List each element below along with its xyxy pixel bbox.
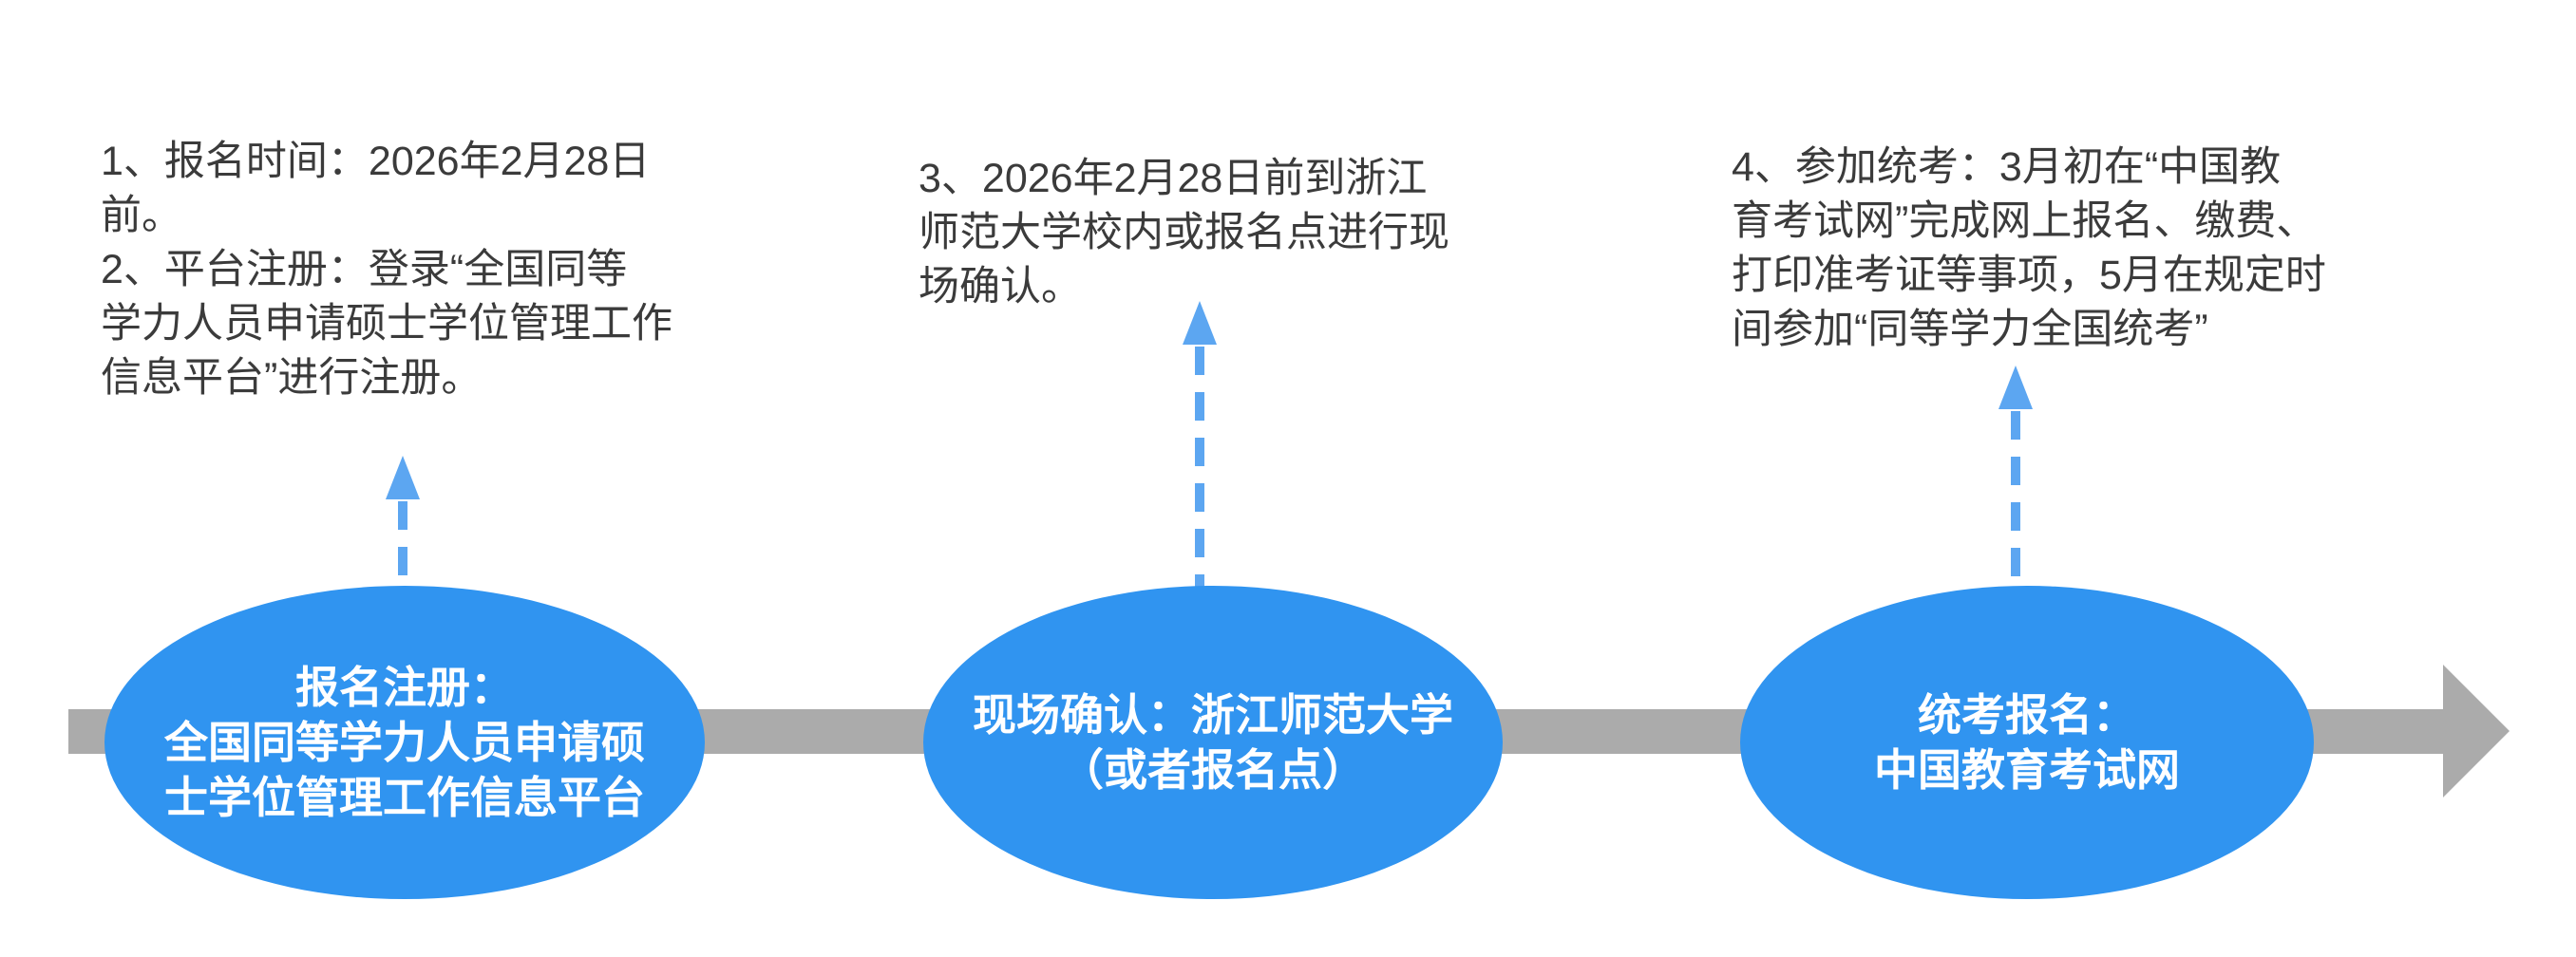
note-line: 间参加“同等学力全国统考” <box>1732 307 2208 352</box>
step-1-node: 报名注册： 全国同等学力人员申请硕 士学位管理工作信息平台 <box>104 586 705 899</box>
note-line: 2、平台注册：登录“全国同等 <box>101 247 628 292</box>
node-label-line: 中国教育考试网 <box>1874 745 2180 795</box>
step-1-note: 1、报名时间：2026年2月28日 前。 2、平台注册：登录“全国同等 学力人员… <box>101 135 672 405</box>
note-line: 场确认。 <box>919 264 1082 310</box>
node-label-line: 现场确认：浙江师范大学 <box>973 690 1453 740</box>
node-label-line: 报名注册： <box>295 663 514 712</box>
dashed-line <box>1195 347 1204 587</box>
timeline-arrowhead-icon <box>2443 665 2510 798</box>
note-line: 前。 <box>101 193 182 238</box>
node-label-line: （或者报名点） <box>1060 745 1366 795</box>
note-line: 育考试网”完成网上报名、缴费、 <box>1732 198 2318 244</box>
note-line: 3、2026年2月28日前到浙江 <box>919 156 1428 201</box>
note-line: 打印准考证等事项，5月在规定时 <box>1732 253 2326 298</box>
note-line: 信息平台”进行注册。 <box>101 355 483 401</box>
up-arrowhead-icon <box>386 456 420 499</box>
dashed-line <box>398 501 407 591</box>
step-2-note: 3、2026年2月28日前到浙江 师范大学校内或报名点进行现 场确认。 <box>919 152 1449 314</box>
node-label-line: 全国同等学力人员申请硕 <box>164 718 645 767</box>
node-label-line: 士学位管理工作信息平台 <box>164 773 645 822</box>
node-label-line: 统考报名： <box>1918 690 2136 740</box>
dashed-line <box>2011 411 2020 592</box>
note-line: 师范大学校内或报名点进行现 <box>919 210 1449 255</box>
note-line: 学力人员申请硕士学位管理工作 <box>101 301 672 347</box>
up-arrowhead-icon <box>1183 301 1217 345</box>
step-2-node: 现场确认：浙江师范大学 （或者报名点） <box>923 586 1503 899</box>
step-3-note: 4、参加统考：3月初在“中国教 育考试网”完成网上报名、缴费、 打印准考证等事项… <box>1732 141 2326 357</box>
step-3-node: 统考报名： 中国教育考试网 <box>1740 586 2314 899</box>
note-line: 1、报名时间：2026年2月28日 <box>101 139 651 184</box>
up-arrowhead-icon <box>1998 366 2033 409</box>
note-line: 4、参加统考：3月初在“中国教 <box>1732 144 2282 190</box>
